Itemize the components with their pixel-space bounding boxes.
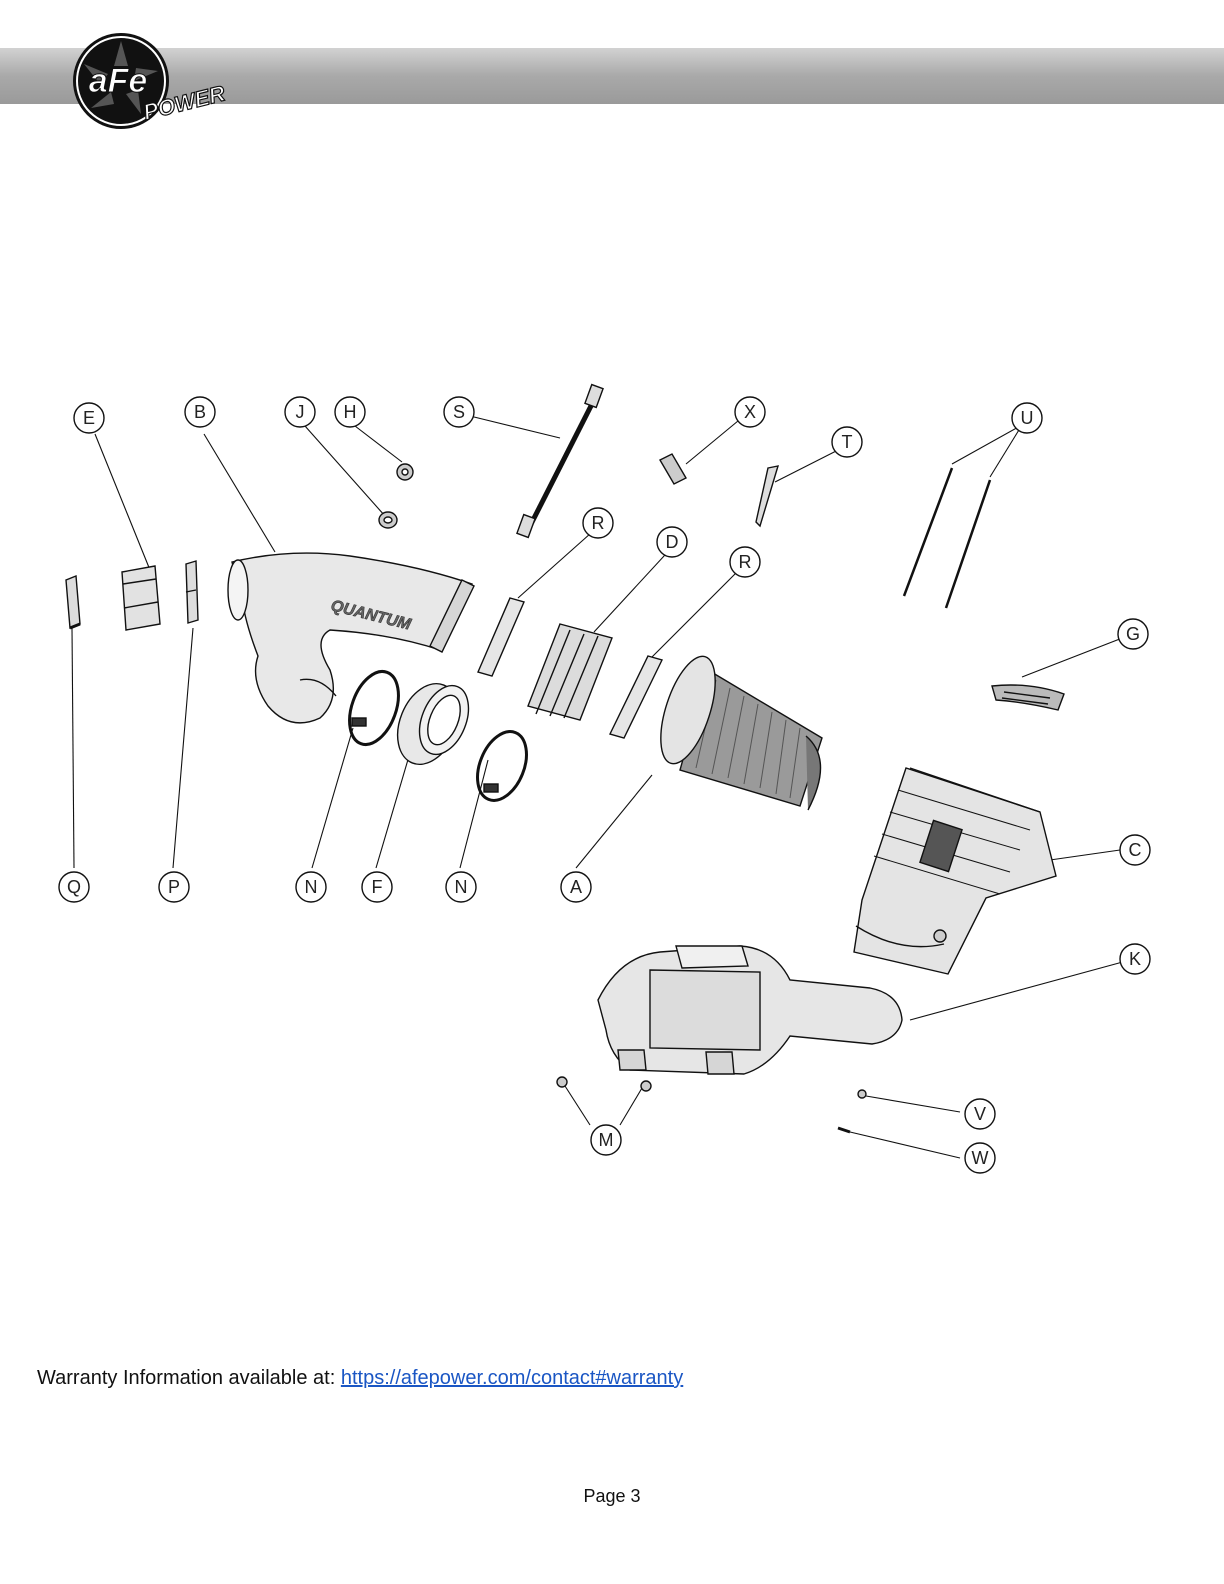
callout-E [73,402,105,434]
warranty-info: Warranty Information available at: https… [37,1367,683,1390]
warranty-link[interactable]: https://afepower.com/contact#warranty [340,1367,684,1389]
callout-label-T: T [842,432,853,452]
callout-label-H: H [344,402,357,422]
callout-R-2 [729,546,761,578]
callout-label-V: V [974,1104,986,1124]
logo-brand-top: aFe [89,62,148,100]
part-h-nut [396,463,414,481]
part-f-coupler [396,682,470,766]
callout-label-N-2: N [455,877,468,897]
callout-label-W: W [972,1148,989,1168]
part-q-plug [65,574,81,630]
leader-lines [71,415,1131,1159]
part-w-screw [837,1126,851,1134]
callout-label-U: U [1021,408,1034,428]
part-v-washer [857,1089,867,1099]
callout-C [1119,834,1151,866]
part-k-airbox-base [597,945,903,1075]
callout-label-R-2: R [739,552,752,572]
part-t-wedge [755,465,780,528]
callout-label-X: X [744,402,756,422]
callout-P [158,871,190,903]
callout-label-D: D [666,532,679,552]
part-u-zip-ties [902,467,992,609]
callout-X [734,396,766,428]
callout-B [184,396,216,428]
callout-label-G: G [1126,624,1140,644]
part-p-plug [185,560,199,624]
callout-W [964,1142,996,1174]
warranty-prefix: Warranty Information available at: [37,1367,336,1389]
callout-label-S: S [453,402,465,422]
callout-label-C: C [1129,840,1142,860]
callout-label-A: A [570,877,582,897]
callout-N-2 [445,871,477,903]
callout-label-R-1: R [592,513,605,533]
callout-labels: E B J H S X T U R D R G Q P N F N A C K … [67,402,1142,1168]
part-x-clip [659,453,687,485]
callout-Q [58,871,90,903]
callout-V [964,1098,996,1130]
part-j-grommet [378,511,398,529]
part-g-vent [991,684,1065,711]
callout-G [1117,618,1149,650]
callout-label-K: K [1129,949,1141,969]
part-a-air-filter [660,655,823,811]
callout-circles [58,396,1151,1174]
part-r-gasket-1 [477,597,525,677]
callout-H [334,396,366,428]
callout-J [284,396,316,428]
afe-power-logo: aFe POWER [73,33,228,129]
exploded-parts-diagram: E B J H S X T U R D R G Q P N F N A C K … [58,383,1151,1174]
callout-label-M: M [599,1130,614,1150]
callout-M [590,1124,622,1156]
callout-N-1 [295,871,327,903]
part-s-harness [516,383,604,539]
part-d-coupler [527,623,613,721]
callout-A [560,871,592,903]
header-bar [0,48,1224,104]
callout-label-E: E [83,408,95,428]
callout-S [443,396,475,428]
part-r-gasket-2 [609,655,663,739]
callout-label-N-1: N [305,877,318,897]
callout-U [1011,402,1043,434]
callout-F [361,871,393,903]
part-b-intake-tube: QUANTUM [227,552,475,724]
callout-R-1 [582,507,614,539]
part-e-coupler [121,565,161,631]
callout-label-Q: Q [67,877,81,897]
callout-K [1119,943,1151,975]
part-n-clamp-1 [348,670,400,746]
callout-label-P: P [168,877,180,897]
part-m-fasteners [556,1076,652,1092]
callout-label-J: J [296,402,305,422]
callout-label-F: F [372,877,383,897]
callout-label-B: B [194,402,206,422]
part-n-clamp-2 [476,730,528,802]
part-c-airbox-lid [853,767,1057,975]
callout-T [831,426,863,458]
callout-D [656,526,688,558]
page-number: Page 3 [583,1486,641,1506]
